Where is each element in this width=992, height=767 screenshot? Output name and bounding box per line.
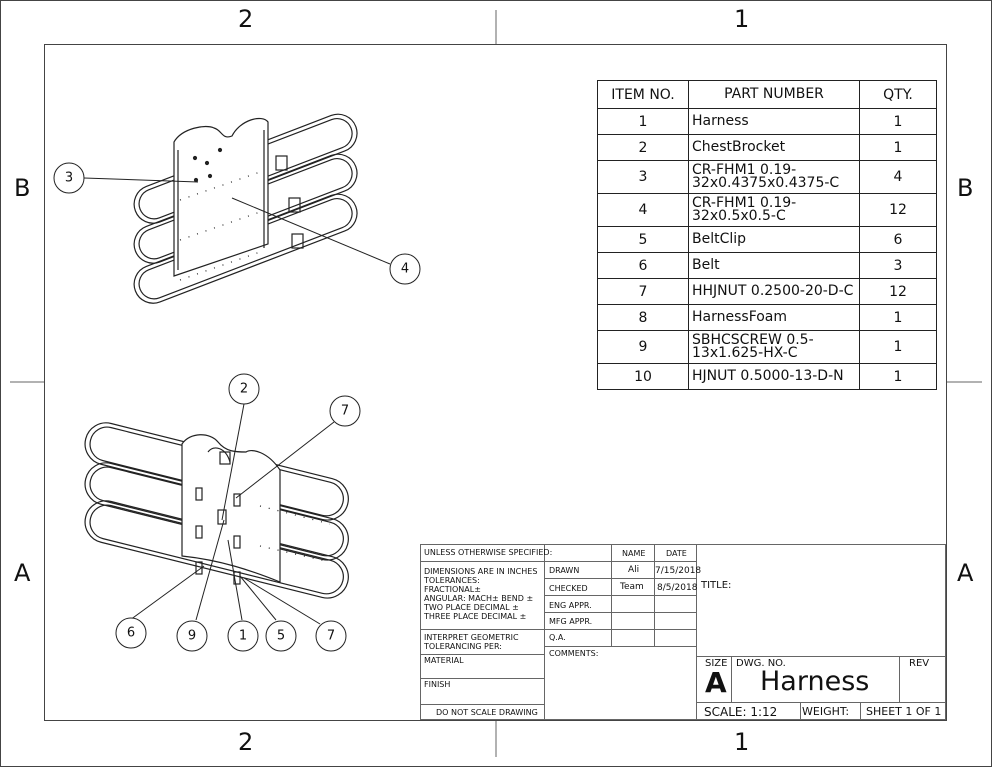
zone-label-left-a: A	[14, 559, 31, 587]
bom-header-qty: QTY.	[859, 80, 937, 109]
zone-label-bottom-2: 2	[238, 728, 254, 756]
tb-dims-line: TOLERANCES:	[424, 576, 480, 585]
balloon-label: 7	[341, 404, 349, 419]
balloon-label: 3	[65, 171, 73, 186]
bom-item-no: 1	[597, 108, 689, 135]
tb-rev-label: REV	[909, 658, 930, 669]
bom-qty: 6	[859, 226, 937, 253]
balloon-9	[176, 620, 208, 652]
tb-dims-line: DIMENSIONS ARE IN INCHES	[424, 567, 538, 576]
zone-label-top-1: 1	[734, 5, 750, 33]
tb-dims-line: TWO PLACE DECIMAL ±	[424, 603, 519, 612]
tb-size-label: SIZE	[705, 658, 728, 669]
bom-row: 3 CR-FHM1 0.19-32x0.4375x0.4375-C 4	[597, 160, 937, 194]
zone-label-right-a: A	[957, 559, 974, 587]
balloon-1	[227, 620, 259, 652]
tb-drawn-label: DRAWN	[549, 566, 580, 575]
bom-qty: 1	[859, 108, 937, 135]
bom-header-item: ITEM NO.	[597, 80, 689, 109]
bom-item-no: 3	[597, 160, 689, 194]
balloon-label: 5	[277, 629, 285, 644]
bom-part-number: Harness	[688, 108, 860, 135]
zone-label-right-b: B	[957, 174, 974, 202]
bom-row: 10 HJNUT 0.5000-13-D-N 1	[597, 363, 937, 390]
upper-isometric-view	[133, 113, 358, 304]
balloon-6	[115, 617, 147, 649]
tb-comments: COMMENTS:	[549, 649, 599, 658]
bom-part-number: HJNUT 0.5000-13-D-N	[688, 363, 860, 390]
zone-label-left-b: B	[14, 174, 31, 202]
tb-drawn-date: 7/15/2018	[655, 566, 702, 576]
bom-qty: 3	[859, 252, 937, 279]
bom-part-number: ChestBrocket	[688, 134, 860, 161]
bom-part-number: HarnessFoam	[688, 304, 860, 331]
tb-checked-date: 8/5/2018	[657, 583, 698, 593]
bom-row: 1 Harness 1	[597, 108, 937, 135]
bom-row: 2 ChestBrocket 1	[597, 134, 937, 161]
tb-finish: FINISH	[424, 680, 451, 689]
bom-row: 9 SBHCSCREW 0.5-13x1.625-HX-C 1	[597, 330, 937, 364]
tb-date-header: DATE	[666, 549, 687, 558]
tb-scale: SCALE: 1:12	[704, 705, 778, 719]
bom-part-number: BeltClip	[688, 226, 860, 253]
balloon-label: 9	[188, 629, 196, 644]
bom-row: 5 BeltClip 6	[597, 226, 937, 253]
tb-name-header: NAME	[622, 549, 646, 558]
balloon-label: 6	[127, 626, 135, 641]
balloon-3	[53, 162, 85, 194]
tb-no-scale: DO NOT SCALE DRAWING	[436, 708, 538, 717]
tb-checked-label: CHECKED	[549, 584, 588, 593]
bom-item-no: 8	[597, 304, 689, 331]
bom-part-number: CR-FHM1 0.19-32x0.5x0.5-C	[688, 193, 860, 227]
tb-interpret: TOLERANCING PER:	[424, 642, 502, 651]
balloon-label: 2	[240, 382, 248, 397]
tb-size-value: A	[705, 666, 727, 699]
bom-header-part: PART NUMBER	[688, 80, 860, 109]
bom-table: ITEM NO. PART NUMBER QTY. 1 Harness 1 2 …	[597, 80, 937, 390]
tb-weight: WEIGHT:	[802, 705, 850, 718]
lower-isometric-view	[84, 422, 349, 599]
zone-label-top-2: 2	[238, 5, 254, 33]
balloon-label: 7	[327, 629, 335, 644]
bom-qty: 12	[859, 278, 937, 305]
tb-title-label: TITLE:	[701, 580, 732, 591]
balloon-7-upper	[329, 395, 361, 427]
tb-eng-appr: ENG APPR.	[549, 601, 592, 610]
balloon-label: 1	[239, 629, 247, 644]
bom-part-number: HHJNUT 0.2500-20-D-C	[688, 278, 860, 305]
balloon-4	[389, 253, 421, 285]
bom-header-row: ITEM NO. PART NUMBER QTY.	[597, 80, 937, 109]
balloon-leaders	[83, 177, 391, 625]
bom-row: 4 CR-FHM1 0.19-32x0.5x0.5-C 12	[597, 193, 937, 227]
bom-part-number: SBHCSCREW 0.5-13x1.625-HX-C	[688, 330, 860, 364]
tb-checked-name: Team	[620, 582, 644, 592]
tb-qa: Q.A.	[549, 633, 566, 642]
tb-drawn-name: Ali	[628, 565, 640, 575]
tb-material: MATERIAL	[424, 656, 464, 665]
balloon-label: 4	[401, 262, 409, 277]
tb-dims-line: THREE PLACE DECIMAL ±	[424, 612, 527, 621]
tb-unless-specified: UNLESS OTHERWISE SPECIFIED:	[424, 548, 553, 557]
tb-dims-line: ANGULAR: MACH± BEND ±	[424, 594, 534, 603]
bom-item-no: 7	[597, 278, 689, 305]
bom-row: 7 HHJNUT 0.2500-20-D-C 12	[597, 278, 937, 305]
balloon-7-lower	[315, 620, 347, 652]
tb-mfg-appr: MFG APPR.	[549, 617, 593, 626]
bom-qty: 1	[859, 330, 937, 364]
zone-label-bottom-1: 1	[734, 728, 750, 756]
tb-interpret: INTERPRET GEOMETRIC	[424, 633, 519, 642]
tb-dwg-no-value: Harness	[760, 666, 870, 697]
bom-qty: 1	[859, 363, 937, 390]
bom-part-number: CR-FHM1 0.19-32x0.4375x0.4375-C	[688, 160, 860, 194]
tb-dims-line: FRACTIONAL±	[424, 585, 481, 594]
tb-dwg-no-label: DWG. NO.	[736, 658, 786, 669]
balloon-5	[265, 620, 297, 652]
tb-sheet: SHEET 1 OF 1	[866, 705, 942, 718]
balloon-2	[228, 373, 260, 405]
